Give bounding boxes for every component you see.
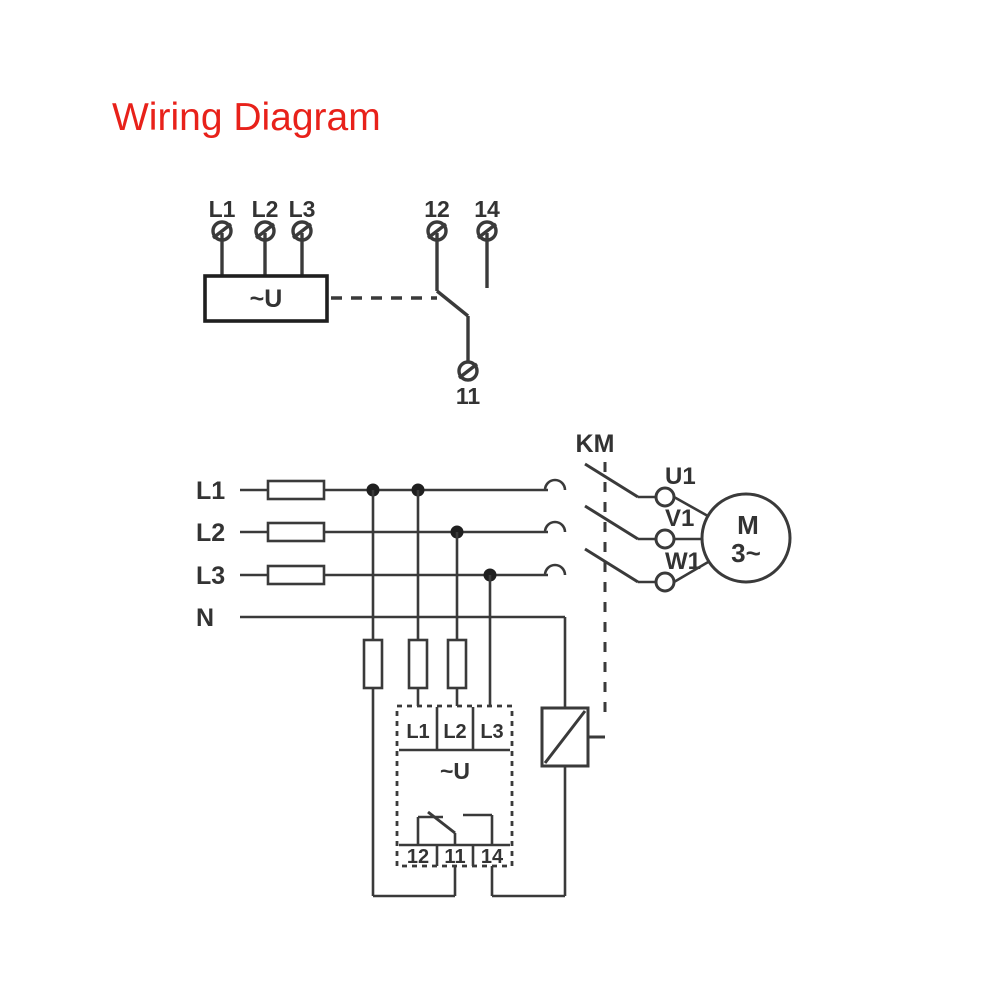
main-line-label-n: N xyxy=(196,604,214,632)
motor-symbol-label-top: M xyxy=(737,510,759,540)
km-coil-diagonal xyxy=(543,710,587,764)
main-line-label-l2: L2 xyxy=(196,519,225,547)
upper-relay-body-label: ~U xyxy=(250,285,283,313)
relay-output-label-14: 14 xyxy=(481,846,504,868)
motor-terminal-label-w1: W1 xyxy=(665,548,701,575)
fuse-drop-a xyxy=(362,638,384,690)
line-terminal-hook-l2 xyxy=(543,520,567,533)
motor-terminal-label-u1: U1 xyxy=(665,463,696,490)
upper-relay-diagram: L1 L2 L3 ~U 12 14 11 xyxy=(203,196,500,409)
relay-contact-blade xyxy=(427,810,456,835)
motor-terminal-label-v1: V1 xyxy=(665,505,694,532)
line-terminal-hook-l1 xyxy=(543,478,567,491)
km-contact-blade-2 xyxy=(584,504,639,541)
motor-symbol-label-bottom: 3~ xyxy=(731,538,761,568)
upper-terminal-label-l3: L3 xyxy=(289,196,316,222)
motor-terminal-v1 xyxy=(654,528,676,550)
relay-input-label-l3: L3 xyxy=(480,721,503,743)
line-terminal-hook-l3 xyxy=(543,563,567,576)
fuse-l1 xyxy=(266,479,326,501)
page-title: Wiring Diagram xyxy=(112,96,381,139)
relay-output-label-12: 12 xyxy=(407,846,429,868)
relay-output-label-11: 11 xyxy=(444,846,465,868)
motor-terminal-u1 xyxy=(654,486,676,508)
upper-terminal-label-l2: L2 xyxy=(252,196,279,222)
main-line-label-l1: L1 xyxy=(196,477,225,505)
relay-module-label: ~U xyxy=(440,758,470,784)
relay-input-label-l2: L2 xyxy=(443,721,466,743)
upper-terminal-label-14: 14 xyxy=(474,196,500,222)
motor-symbol xyxy=(700,492,792,584)
main-line-label-l3: L3 xyxy=(196,562,225,590)
upper-contact-blade xyxy=(435,289,470,318)
motor-terminal-w1 xyxy=(654,571,676,593)
upper-terminal-label-12: 12 xyxy=(424,196,450,222)
screw-terminal-11 xyxy=(457,360,479,382)
lower-power-circuit: L1 L2 L3 N KM xyxy=(196,430,792,898)
upper-relay-body xyxy=(203,274,329,323)
upper-terminal-label-11: 11 xyxy=(456,383,481,409)
km-contact-blade-1 xyxy=(584,462,639,499)
fuse-l2 xyxy=(266,521,326,543)
fuse-drop-b xyxy=(407,638,429,690)
fuse-l3 xyxy=(266,564,326,586)
upper-terminal-label-l1: L1 xyxy=(209,196,236,222)
km-contact-blade-3 xyxy=(584,547,639,584)
fuse-drop-c xyxy=(446,638,468,690)
relay-input-label-l1: L1 xyxy=(406,721,429,743)
contactor-label-km: KM xyxy=(576,430,615,458)
